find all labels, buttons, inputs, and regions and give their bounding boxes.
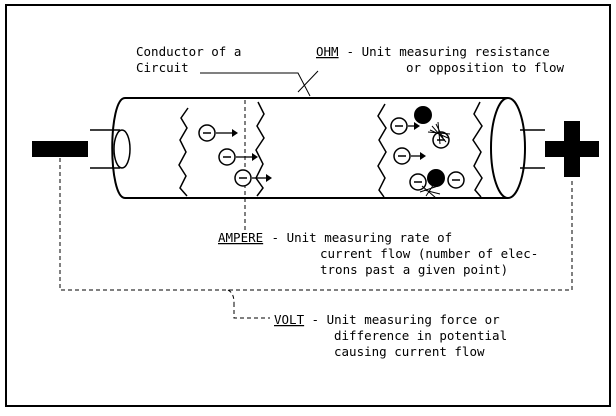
positive-terminal-icon [545, 121, 599, 177]
ohm-term: OHM [316, 44, 339, 59]
conductor-label-line1: Conductor of a [136, 44, 241, 59]
atom [419, 169, 445, 199]
tube-right-end [490, 97, 526, 199]
electron [198, 124, 238, 142]
electron [234, 169, 272, 187]
electron [393, 147, 426, 165]
volt-term: VOLT [274, 312, 305, 327]
ohm-definition-line2: or opposition to flow [406, 60, 565, 75]
electron [218, 148, 258, 166]
ampere-definition-line1: - Unit measuring rate of [264, 230, 452, 245]
electron [390, 117, 420, 135]
tube-left-end [111, 97, 126, 199]
circuit-wire [59, 158, 573, 291]
electron [447, 171, 465, 189]
diagram-border [5, 4, 611, 407]
atom [414, 106, 451, 145]
conductor-pointer [200, 72, 311, 97]
volt-definition-line3: causing current flow [334, 344, 485, 359]
conductor-tube [90, 97, 545, 199]
ampere-definition-line2: current flow (number of elec- [320, 246, 538, 261]
ohm-pointer [297, 70, 319, 93]
ampere-definition-line3: trons past a given point) [320, 262, 508, 277]
volt-definition-line1: - Unit measuring force or [304, 312, 500, 327]
conductor-label-line2: Circuit [136, 60, 189, 75]
cutaway-right [377, 101, 483, 198]
volt-pointer [227, 289, 270, 319]
cutaway-left [178, 100, 265, 232]
negative-terminal-icon [32, 141, 88, 157]
volt-definition-line2: difference in potential [334, 328, 507, 343]
ohm-definition-line1: - Unit measuring resistance [339, 44, 550, 59]
ampere-term: AMPERE [218, 230, 263, 245]
